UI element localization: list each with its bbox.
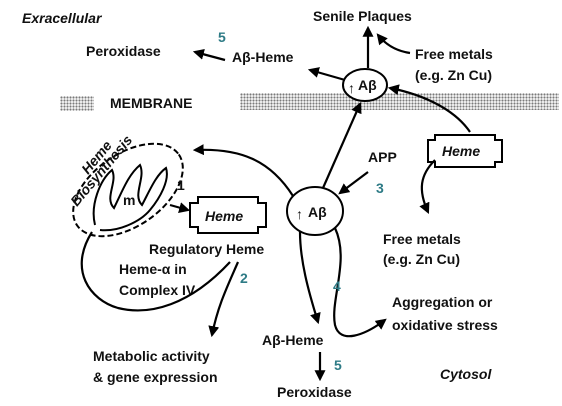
aggregation-line2: oxidative stress: [392, 317, 498, 333]
arrow-to-metabolic-activity: [208, 261, 240, 338]
app-label: APP: [368, 149, 397, 165]
step-2: 2: [240, 270, 248, 286]
arrow-heme-app-to-free-metals: [419, 159, 436, 215]
heme-app-box-label: Heme: [442, 143, 480, 159]
extracellular-label: Exracellular: [22, 10, 103, 26]
free-metals-top-line2: (e.g. Zn Cu): [415, 67, 492, 83]
step-5-bottom: 5: [334, 357, 342, 373]
cytosol-label: Cytosol: [440, 366, 492, 382]
mitochondrion-m-label: m: [123, 192, 135, 208]
heme-alpha-line1: Heme-α in: [119, 261, 187, 277]
arrow-abeta-heme-to-peroxidase: [192, 48, 226, 62]
membrane-abeta-label: Aβ: [358, 77, 377, 93]
mitochondrion: [72, 142, 184, 238]
center-abeta-up-arrow: ↑: [296, 206, 303, 222]
metabolic-line1: Metabolic activity: [93, 348, 210, 364]
senile-plaques-label: Senile Plaques: [313, 8, 412, 24]
membrane-abeta-ellipse: [342, 68, 388, 102]
arrow-center-abeta-to-aggregation: [333, 227, 387, 338]
membrane-label: MEMBRANE: [110, 95, 192, 111]
heme-app-box: [427, 134, 503, 168]
free-metals-top-line1: Free metals: [415, 46, 493, 62]
abeta-heme-bottom-label: Aβ-Heme: [262, 332, 324, 348]
peroxidase-bottom-label: Peroxidase: [277, 384, 352, 400]
arrow-free-metals-to-plaques: [376, 33, 411, 55]
loop-mitochondrion-to-complex-iv: [80, 231, 231, 312]
arrow-center-abeta-to-mitochondrion: [192, 144, 294, 197]
membrane-right-segment: [240, 93, 559, 110]
arrow-mitochondrion-to-heme: [169, 202, 191, 213]
step-5-top: 5: [218, 29, 226, 45]
arrow-membrane-abeta-to-abeta-heme: [307, 67, 346, 82]
center-abeta-label: Aβ: [308, 204, 327, 220]
peroxidase-top-label: Peroxidase: [86, 43, 161, 59]
heme-alpha-line2: Complex IV: [119, 282, 196, 298]
free-metals-mid-line1: Free metals: [383, 231, 461, 247]
step-4: 4: [333, 278, 341, 294]
arrow-app-to-center-abeta: [338, 171, 369, 195]
center-abeta-ellipse: [286, 186, 344, 236]
metabolic-line2: & gene expression: [93, 369, 218, 385]
arrow-center-abeta-to-membrane-abeta: [321, 101, 362, 189]
membrane-left-segment: [60, 96, 94, 111]
regulatory-heme-label: Regulatory Heme: [149, 241, 264, 257]
free-metals-mid-line2: (e.g. Zn Cu): [383, 251, 460, 267]
arrow-center-abeta-to-abeta-heme-bottom: [298, 231, 321, 325]
heme-box: [189, 196, 267, 234]
abeta-heme-top-label: Aβ-Heme: [232, 49, 294, 65]
arrow-heme-app-to-membrane-abeta: [387, 84, 471, 133]
membrane-abeta-up-arrow: ↑: [348, 80, 355, 96]
step-3: 3: [376, 180, 384, 196]
heme-box-label: Heme: [205, 208, 243, 224]
mitochondrion-step-1: 1: [177, 177, 185, 193]
aggregation-line1: Aggregation or: [392, 294, 493, 310]
